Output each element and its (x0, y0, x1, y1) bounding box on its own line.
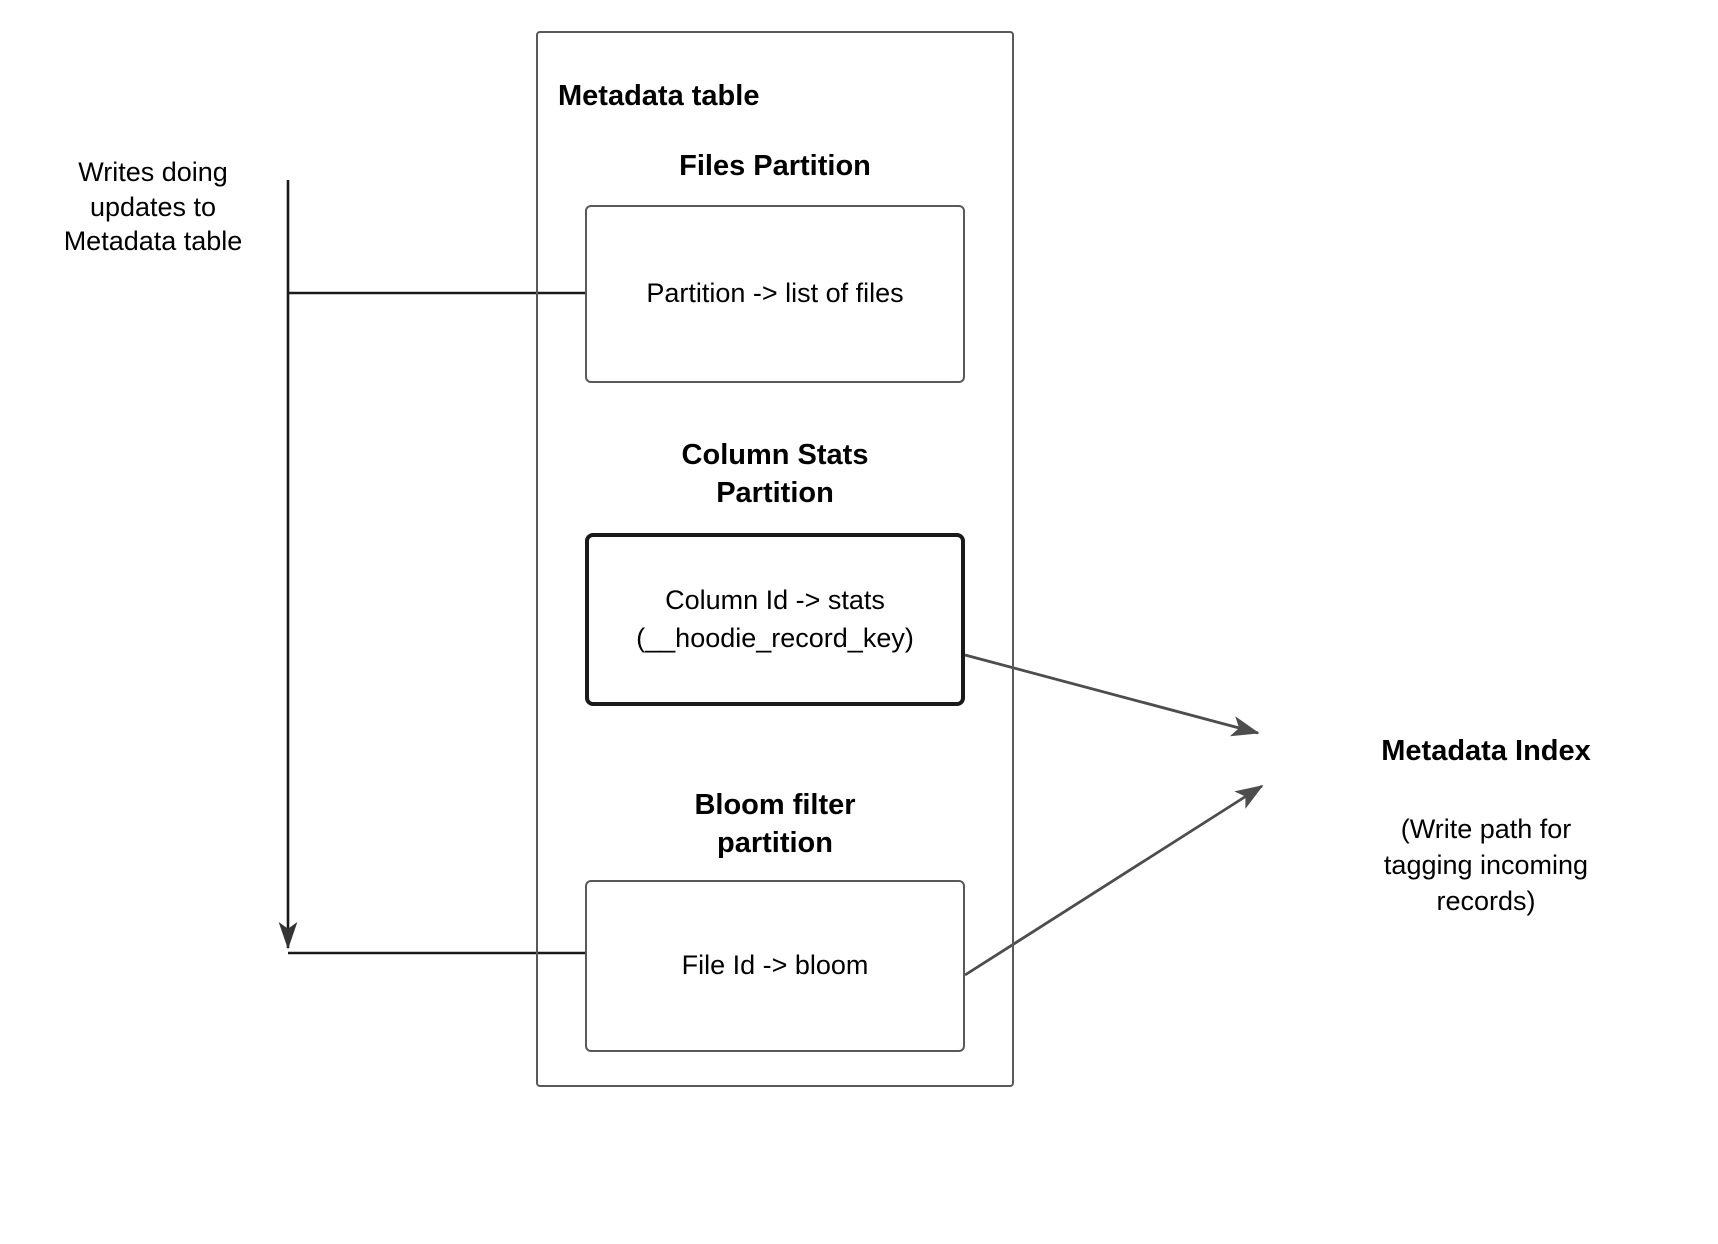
metadata-table-title: Metadata table (558, 80, 760, 112)
writes-source-label: Writes doing updates to Metadata table (63, 157, 243, 257)
files-partition-box: Partition -> list of files (585, 205, 965, 383)
files-partition-heading: Files Partition (679, 150, 871, 182)
bloom-filter-partition-heading: Bloom filter partition (694, 789, 856, 860)
files-partition-box-text: Partition -> list of files (646, 278, 904, 309)
metadata-table-container (536, 31, 1014, 1087)
column-stats-partition-heading: Column Stats Partition (681, 439, 869, 510)
bloom-filter-partition-box-text: File Id -> bloom (681, 950, 869, 981)
column-stats-partition-box-text: Column Id -> stats (__hoodie_record_key) (636, 585, 914, 653)
bloom-filter-partition-box: File Id -> bloom (585, 880, 965, 1052)
column-stats-partition-box: Column Id -> stats (__hoodie_record_key) (585, 533, 965, 706)
metadata-index-title: Metadata Index (1381, 735, 1591, 767)
metadata-index-caption: (Write path for tagging incoming records… (1383, 814, 1589, 916)
